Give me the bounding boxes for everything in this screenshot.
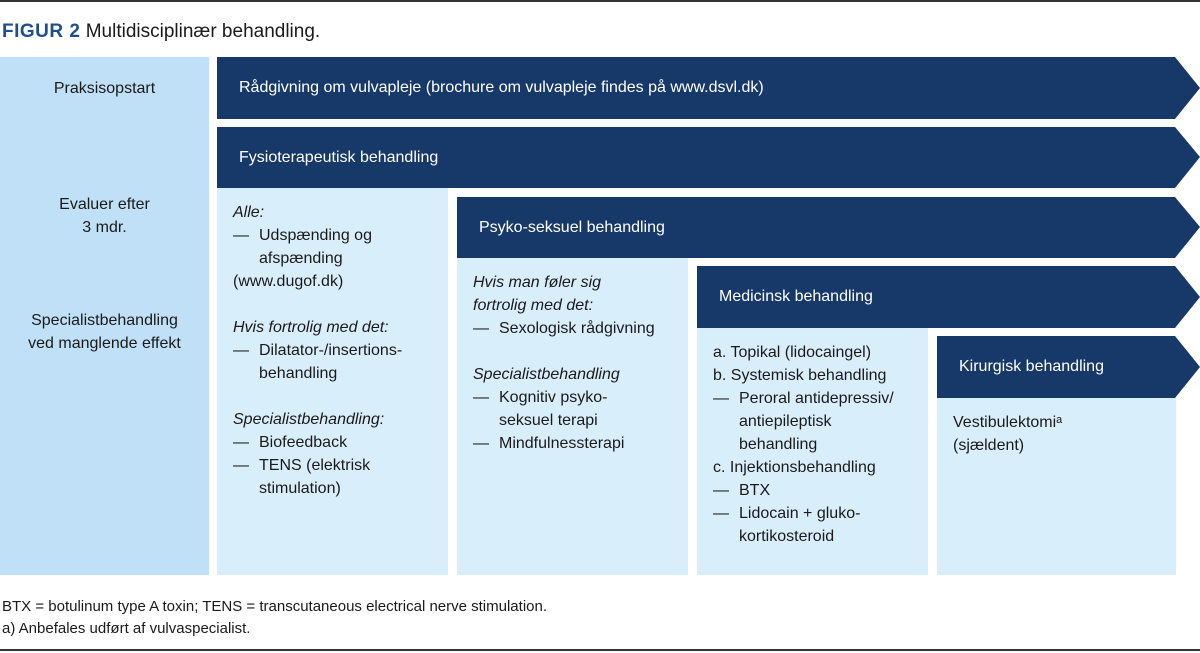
arrow-psycho: [457, 197, 1200, 258]
list-item: —Lidocain + gluko- kortikosteroid: [713, 505, 861, 545]
list-item: —Udspænding og afspænding: [233, 227, 372, 267]
timeline-column: [0, 57, 209, 575]
list-item: —BTX: [713, 482, 771, 499]
footnote-a: a) Anbefales udført af vulvaspecialist.: [2, 620, 251, 637]
label-evaluate: Evaluer efter 3 mdr.: [59, 196, 150, 236]
list-item: —Peroral antidepressiv/ antiepileptisk b…: [713, 390, 894, 453]
arrow-physio: [217, 127, 1200, 188]
physio-comfortable-heading: Hvis fortrolig med det:: [233, 319, 389, 336]
footnote-abbreviations: BTX = botulinum type A toxin; TENS = tra…: [2, 598, 548, 615]
arrow-advice-label: Rådgivning om vulvapleje (brochure om vu…: [239, 79, 764, 96]
arrow-medical: [697, 266, 1200, 328]
physio-all-heading: Alle:: [233, 204, 265, 221]
medical-injection: c. Injektionsbehandling: [713, 459, 876, 476]
arrow-physio-label: Fysioterapeutisk behandling: [239, 149, 439, 166]
medical-pane: [697, 328, 928, 575]
arrow-surgical: [937, 336, 1200, 398]
medical-topical: a. Topikal (lidocaingel): [713, 344, 872, 361]
physio-content: Alle: —Udspænding og afspænding (www.dug…: [233, 201, 402, 500]
arrow-surgical-label: Kirurgisk behandling: [959, 358, 1104, 375]
figure-caption: Multidisciplinær behandling.: [85, 21, 321, 42]
bottom-rule: [0, 649, 1200, 651]
arrow-psycho-label: Psyko-seksuel behandling: [479, 219, 665, 236]
list-item: —Dilatator-/insertions- behandling: [233, 342, 403, 382]
top-rule: [0, 0, 1200, 2]
figure-title: FIGUR 2 Multidisciplinær behandling.: [2, 21, 320, 43]
psycho-specialist-heading: Specialistbehandling: [473, 366, 620, 383]
list-item: —Kognitiv psyko- seksuel terapi: [473, 389, 608, 429]
list-item: —TENS (elektrisk stimulation): [233, 457, 371, 497]
list-item: —Sexologisk rådgivning: [473, 320, 655, 337]
medical-content: a. Topikal (lidocaingel) b. Systemisk be…: [713, 341, 894, 548]
psycho-pane: [457, 258, 688, 575]
arrow-medical-label: Medicinsk behandling: [719, 288, 873, 305]
physio-pane: [217, 188, 448, 575]
label-specialist: Specialistbehandling ved manglende effek…: [28, 312, 181, 352]
list-item-link: (www.dugof.dk): [233, 273, 344, 290]
medical-systemic: b. Systemisk behandling: [713, 367, 887, 384]
psycho-content: Hvis man føler sig fortrolig med det: —S…: [473, 271, 655, 455]
surgical-pane: [937, 398, 1176, 575]
surgical-content: Vestibulektomiᵃ (sjældent): [953, 414, 1063, 454]
arrow-advice: [217, 57, 1200, 119]
list-item: —Biofeedback: [233, 434, 348, 451]
psycho-comfortable-heading: Hvis man føler sig fortrolig med det:: [473, 274, 602, 314]
label-practice-start: Praksisopstart: [53, 80, 156, 97]
list-item: —Mindfulnessterapi: [473, 435, 625, 452]
figure-label: FIGUR 2: [2, 21, 81, 42]
physio-specialist-heading: Specialistbehandling:: [233, 411, 385, 428]
